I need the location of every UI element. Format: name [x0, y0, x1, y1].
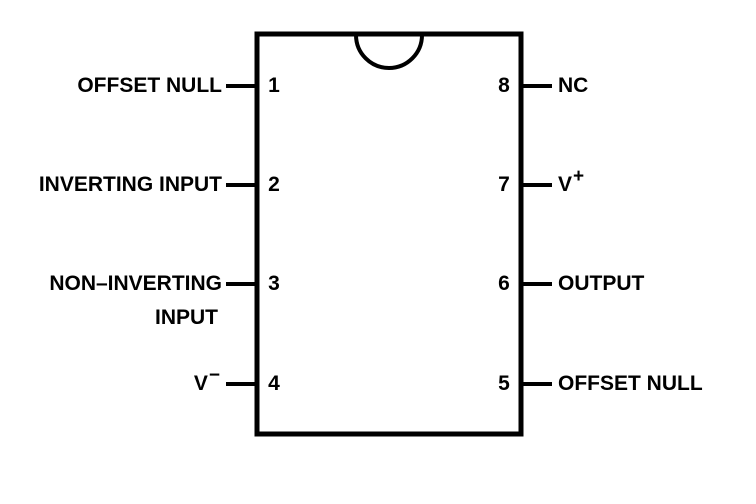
pin-4-label-base: V: [193, 372, 208, 395]
pin-3-label-line1: NON–INVERTING: [49, 272, 222, 295]
pin-5-label: OFFSET NULL: [558, 372, 703, 395]
pin-7-label: V+: [558, 166, 584, 198]
pin-8-number: 8: [498, 74, 510, 97]
pin-1-label: OFFSET NULL: [77, 74, 222, 97]
pin-8-label: NC: [558, 74, 589, 97]
pin-7-label-sup: +: [573, 166, 585, 187]
pin-4-number: 4: [268, 372, 280, 395]
pin-5-number: 5: [498, 372, 510, 395]
pin-2-number: 2: [268, 173, 280, 196]
pin-3-number: 3: [268, 272, 280, 295]
ic-package-body: [254, 31, 524, 437]
pin-3-label-line2: INPUT: [155, 306, 218, 329]
pin-6-number: 6: [498, 272, 510, 295]
orientation-notch: [354, 34, 424, 70]
pin-7-label-base: V: [558, 173, 573, 196]
pin-4-label: V−: [193, 365, 220, 397]
pin-2-label: INVERTING INPUT: [38, 173, 222, 196]
pin-4-label-sup: −: [208, 365, 220, 386]
pin-7-number: 7: [498, 173, 510, 196]
pin-1-number: 1: [268, 74, 280, 97]
pin-6-label: OUTPUT: [558, 272, 645, 295]
